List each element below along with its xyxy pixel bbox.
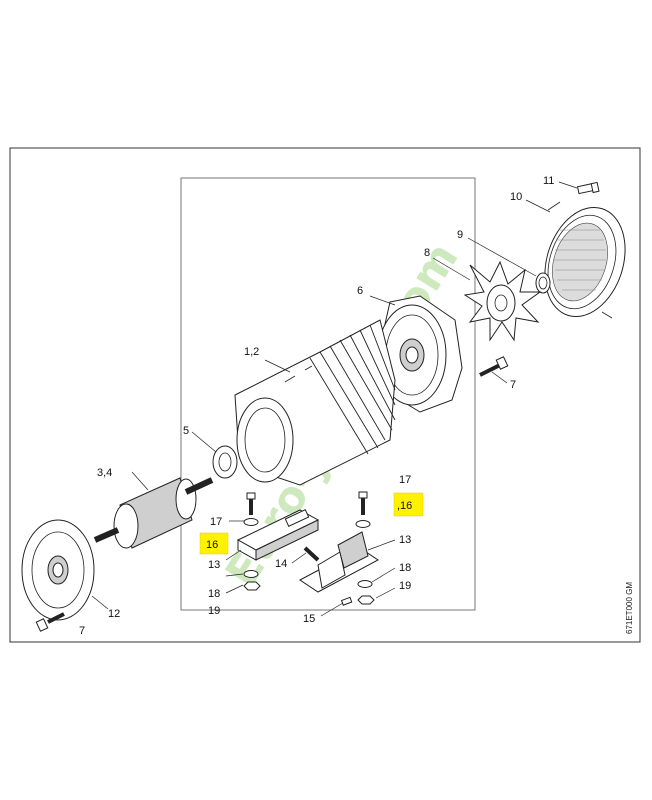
callout-18-right: 18 — [399, 562, 411, 574]
callout-10: 10 — [510, 191, 522, 203]
subassembly-frame — [180, 177, 476, 611]
outer-frame — [9, 147, 641, 643]
leader-lines — [91, 181, 578, 617]
fan-cover — [544, 201, 626, 319]
screw-11 — [576, 181, 600, 195]
callout-16-right: ,16 — [397, 500, 412, 512]
washer-18-right — [357, 580, 373, 588]
nut-19-left — [243, 581, 261, 591]
washer-16-right — [355, 520, 371, 528]
callout-7-left: 7 — [79, 625, 85, 637]
callout-19-right: 19 — [399, 580, 411, 592]
diagram-code: 671ET000 GM — [625, 582, 634, 634]
nut-19-right — [357, 595, 375, 605]
callout-13-right: 13 — [399, 534, 411, 546]
callout-1-2: 1,2 — [244, 346, 259, 358]
callout-16-left: 16 — [206, 539, 218, 551]
foot-bracket-right — [299, 531, 379, 593]
callout-5: 5 — [183, 425, 189, 437]
bolt-17-left — [246, 492, 256, 515]
flange-12 — [21, 519, 95, 621]
callout-3-4: 3,4 — [97, 467, 112, 479]
callout-13-left: 13 — [208, 559, 220, 571]
ring-9 — [535, 272, 551, 294]
callout-17-right: 17 — [399, 474, 411, 486]
callout-15: 15 — [303, 613, 315, 625]
callout-18-left: 18 — [208, 588, 220, 600]
screw-7-right — [479, 356, 509, 377]
pin-15 — [340, 596, 353, 606]
fan-8 — [463, 260, 542, 342]
highlight-box-left — [199, 532, 229, 555]
callout-11: 11 — [543, 175, 554, 187]
rotor-3-4 — [93, 477, 214, 549]
bearing-5 — [212, 445, 238, 479]
highlight-box-right — [393, 492, 424, 517]
callout-6: 6 — [357, 285, 363, 297]
svg-text:671ET000 GM: 671ET000 GM — [625, 582, 634, 634]
callout-9: 9 — [457, 229, 463, 241]
callout-19-left: 19 — [208, 605, 220, 617]
washer-18-left — [243, 570, 259, 578]
bolt-17-right — [358, 491, 368, 515]
callout-12: 12 — [108, 608, 120, 620]
screw-7-left — [35, 612, 65, 632]
washer-16-left — [243, 518, 259, 526]
callout-7-right: 7 — [510, 379, 516, 391]
callout-17-left: 17 — [210, 516, 222, 528]
motor-housing — [234, 319, 396, 486]
callout-8: 8 — [424, 247, 430, 259]
foot-bracket-left — [236, 509, 320, 561]
callout-14: 14 — [275, 558, 287, 570]
